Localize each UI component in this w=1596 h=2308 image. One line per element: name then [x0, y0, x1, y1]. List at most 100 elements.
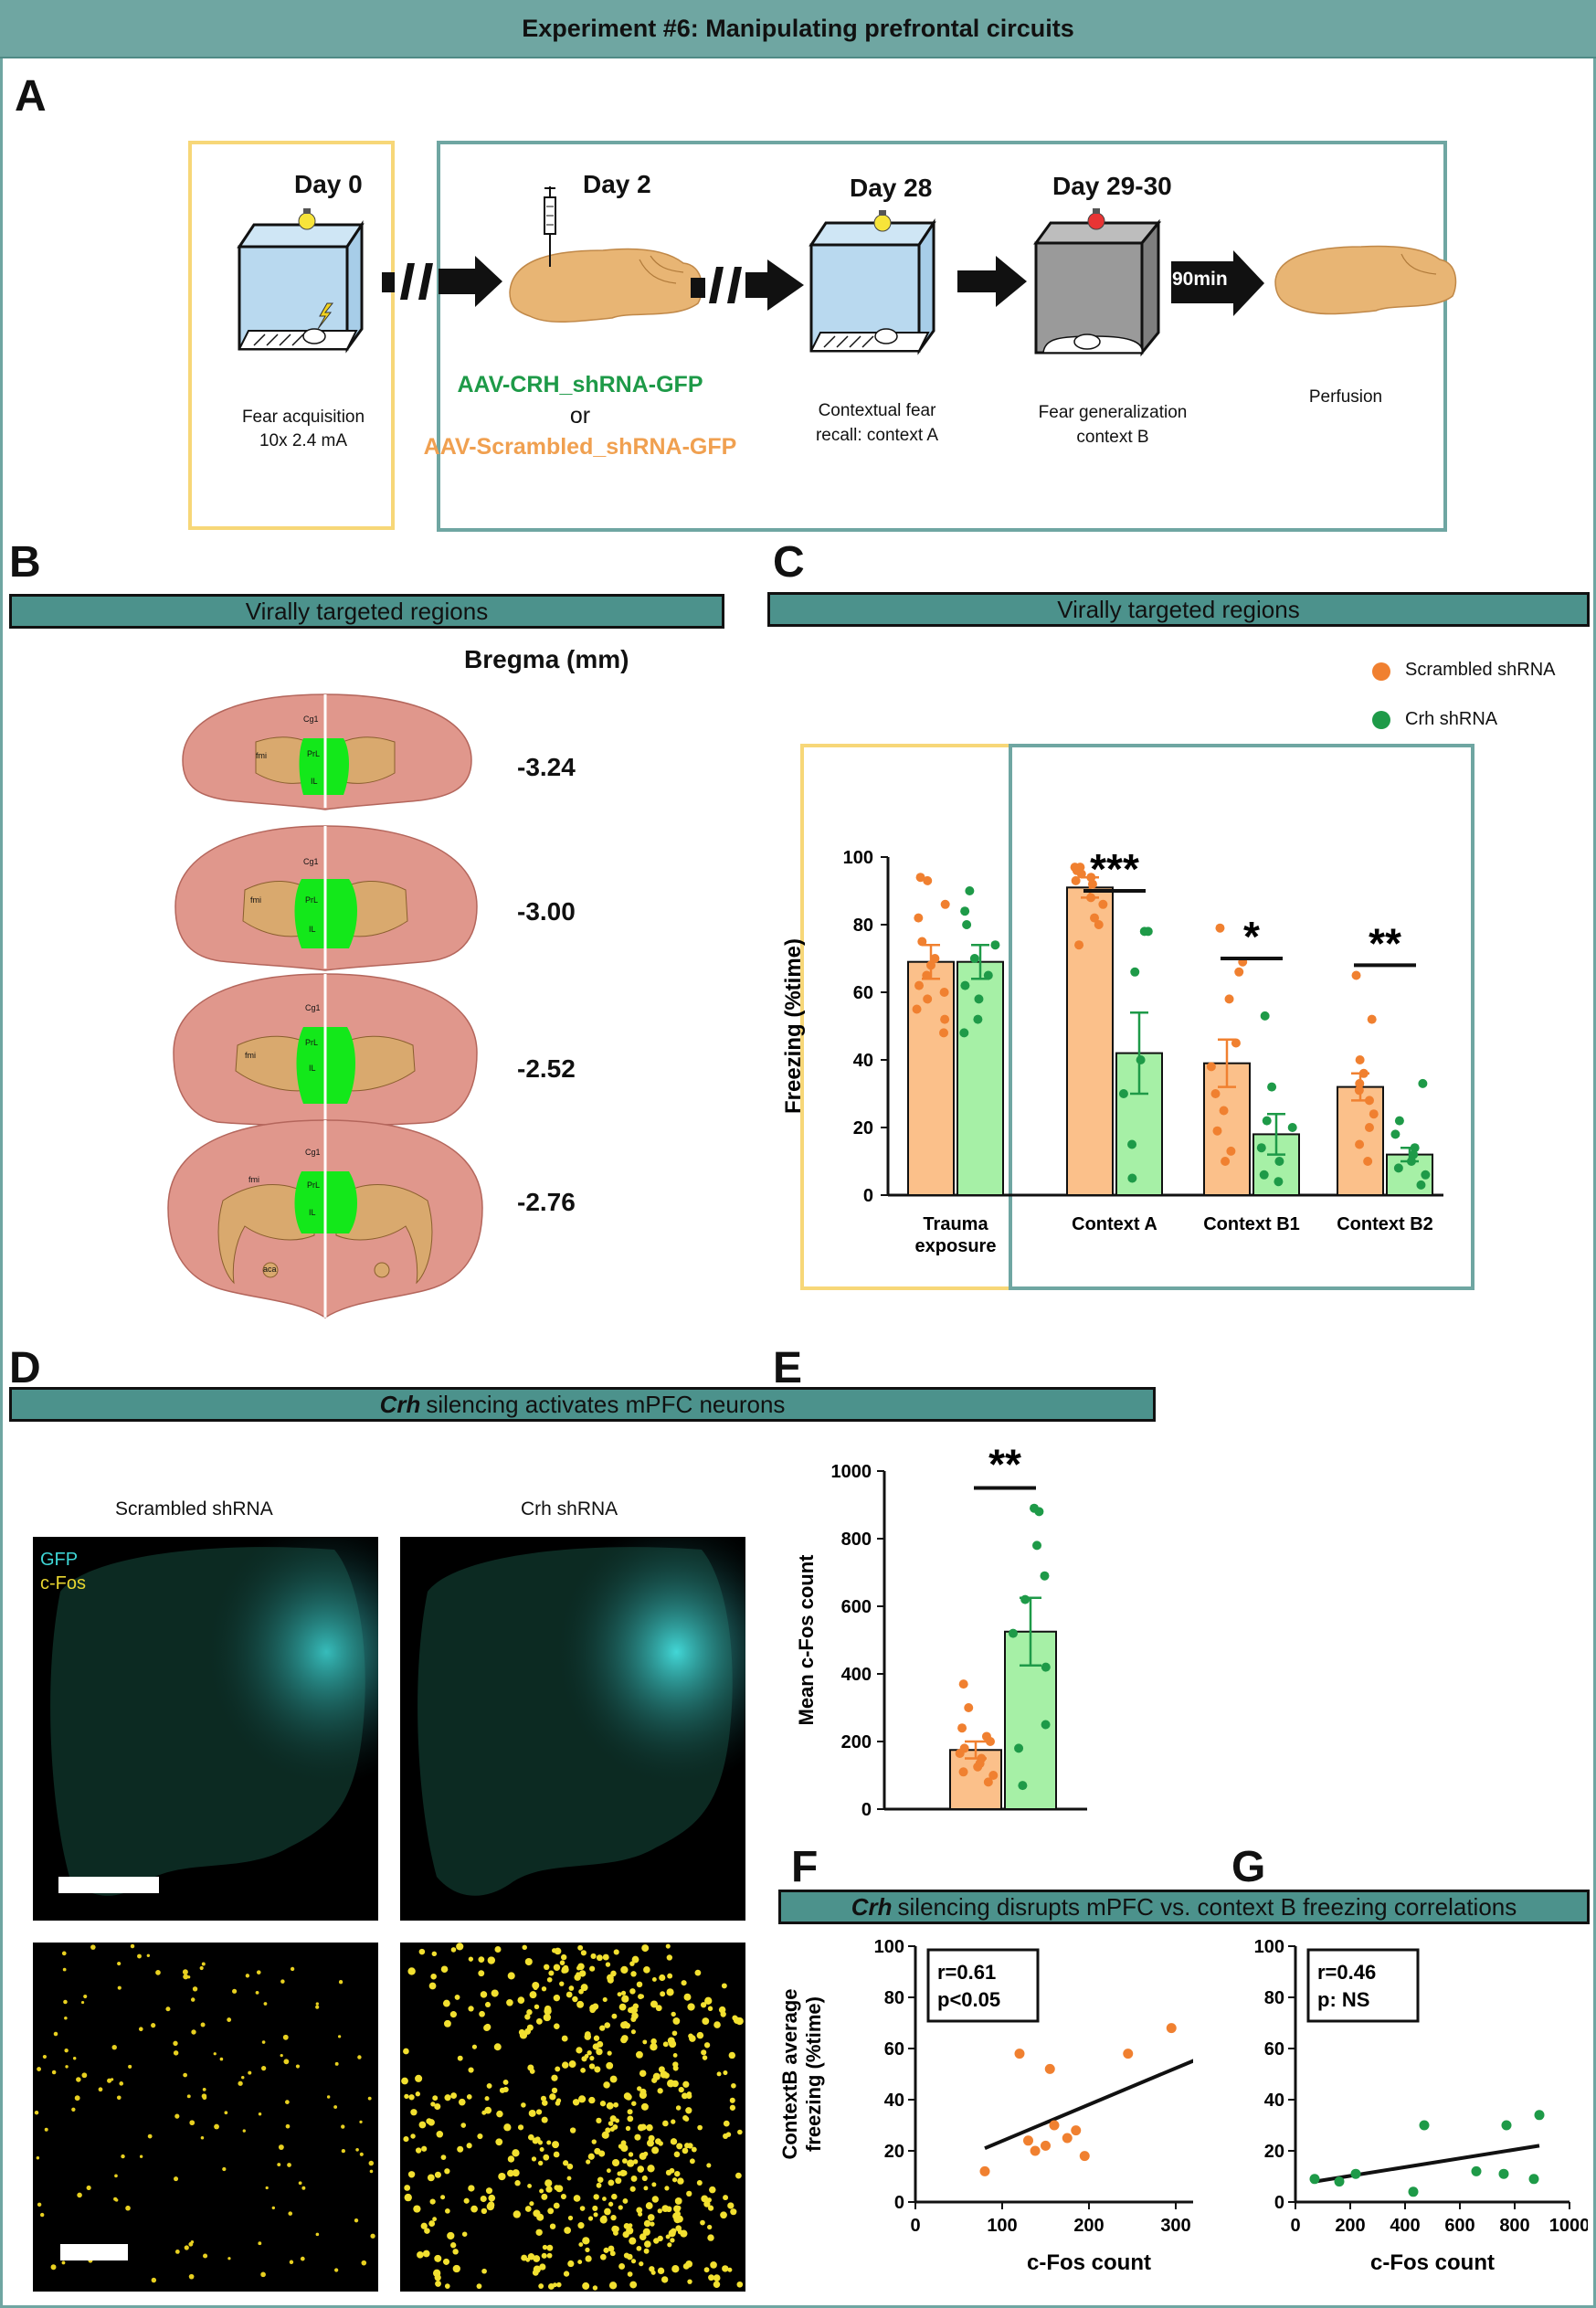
cfos-cell: [549, 2093, 556, 2101]
cfos-cell: [457, 2055, 463, 2061]
cfos-cell: [597, 2176, 604, 2183]
cfos-cell: [586, 2159, 591, 2165]
cfos-cell: [697, 2124, 703, 2131]
cfos-cell: [449, 2011, 457, 2018]
cfos-cell: [559, 1981, 565, 1986]
point-9: [1534, 2110, 1545, 2121]
x-tick-label-0: 0: [1290, 2216, 1300, 2236]
y-tick-label-3: 600: [841, 1597, 872, 1617]
cfos-cell: [622, 2198, 629, 2204]
cfos-cell: [201, 1962, 206, 1966]
cfos-cell: [334, 2268, 339, 2272]
cfos-cell: [682, 2114, 689, 2122]
point-3-0-10: [1351, 970, 1361, 980]
cfos-cell: [643, 2219, 651, 2228]
cfos-cell: [592, 2285, 598, 2291]
cfos-cell: [202, 2095, 207, 2101]
cfos-cell: [676, 2206, 682, 2211]
day2930-label: Day 29-30: [1052, 172, 1172, 200]
cfos-cell: [682, 2147, 689, 2154]
section-4-label-cg1: Cg1: [305, 1148, 321, 1157]
cfos-cell: [468, 1956, 474, 1962]
cfos-cell: [588, 2063, 596, 2070]
cfos-cell: [707, 2224, 713, 2230]
cfos-cell: [671, 2177, 678, 2183]
cfos-cell: [450, 2242, 457, 2249]
point-1-6: [1040, 1571, 1050, 1581]
cfos-cell: [480, 1991, 488, 1998]
cfos-cell: [629, 1961, 635, 1966]
cfos-cell: [522, 1944, 527, 1951]
cfos-cell: [608, 2179, 615, 2186]
cfos-cell: [537, 2160, 544, 2166]
cfos-cell: [495, 2138, 503, 2146]
point-3-0-5: [1354, 1085, 1364, 1096]
point-1-9: [1030, 1503, 1040, 1513]
cfos-cell: [403, 2048, 409, 2055]
cfos-cell: [643, 2240, 651, 2248]
cfos-cell: [631, 2101, 637, 2106]
point-3-1-2: [1393, 1163, 1403, 1173]
cfos-cell: [539, 2188, 544, 2194]
cfos-cell: [645, 2202, 653, 2209]
cfos-cell: [606, 2168, 611, 2174]
cfos-cell: [517, 1996, 525, 2004]
cfos-cell: [630, 2175, 638, 2182]
cfos-cell: [258, 2112, 262, 2116]
point-3-0-7: [1358, 1068, 1369, 1078]
cfos-cell: [315, 2005, 320, 2009]
cfos-cell: [610, 1970, 617, 1977]
cfos-cell: [278, 2144, 284, 2150]
cfos-cell: [686, 2091, 692, 2097]
x-axis-label: c-Fos count: [1370, 2250, 1495, 2275]
y-tick-label-3: 60: [853, 983, 873, 1003]
cfos-cell: [429, 2198, 436, 2205]
y-tick-label-5: 100: [874, 1937, 904, 1957]
cfos-cell: [602, 1996, 608, 2003]
point-0-1-4: [983, 970, 993, 980]
point-1: [1014, 2049, 1025, 2059]
cfos-cell: [603, 2247, 609, 2253]
cfos-cell: [658, 2066, 665, 2073]
cfos-cell: [450, 2092, 458, 2099]
cfos-cell: [621, 2158, 628, 2164]
cfos-cell: [458, 2098, 466, 2106]
cfos-cell: [691, 2146, 697, 2153]
cfos-cell: [440, 2195, 446, 2200]
cfos-cell: [696, 2180, 703, 2186]
cfos-cell: [650, 2000, 658, 2008]
cfos-cell: [524, 2014, 531, 2020]
cfos-cell: [435, 2280, 441, 2287]
cfos-cell: [334, 2061, 339, 2066]
cfos-cell: [403, 2136, 409, 2143]
cfos-cell: [283, 2059, 290, 2065]
cfos-cell: [359, 2120, 363, 2124]
cfos-cell: [602, 2197, 607, 2201]
cfos-cell: [707, 2234, 714, 2241]
cfos-cell: [410, 2109, 417, 2116]
acquisition-cage: [237, 208, 365, 354]
cfos-cell: [546, 2252, 553, 2259]
cfos-cell: [470, 2205, 478, 2213]
cfos-cell: [146, 1953, 151, 1957]
cfos-cell: [173, 2050, 179, 2056]
cfos-cell: [701, 2049, 707, 2056]
cfos-cell: [676, 2143, 683, 2150]
cfos-cell: [44, 2127, 48, 2132]
section-1: [182, 693, 472, 810]
section-3-label-cg1: Cg1: [305, 1003, 321, 1012]
cfos-cell: [503, 2123, 512, 2132]
cfos-cell: [671, 2265, 680, 2273]
cfos-cell: [116, 2095, 122, 2101]
x-tick-label-4: 800: [1499, 2216, 1529, 2236]
cfos-cell: [507, 2169, 514, 2177]
cfos-cell: [290, 1966, 295, 1972]
cfos-cell: [357, 2055, 362, 2059]
significance-stars-2: **: [1369, 919, 1401, 967]
cfos-cell: [703, 2200, 711, 2207]
cfos-cell: [636, 2207, 643, 2214]
cfos-cell: [587, 2050, 592, 2056]
image-label-crh: Crh shRNA: [521, 1498, 618, 1519]
cfos-cell: [596, 1954, 603, 1962]
cfos-cell: [227, 2017, 232, 2022]
